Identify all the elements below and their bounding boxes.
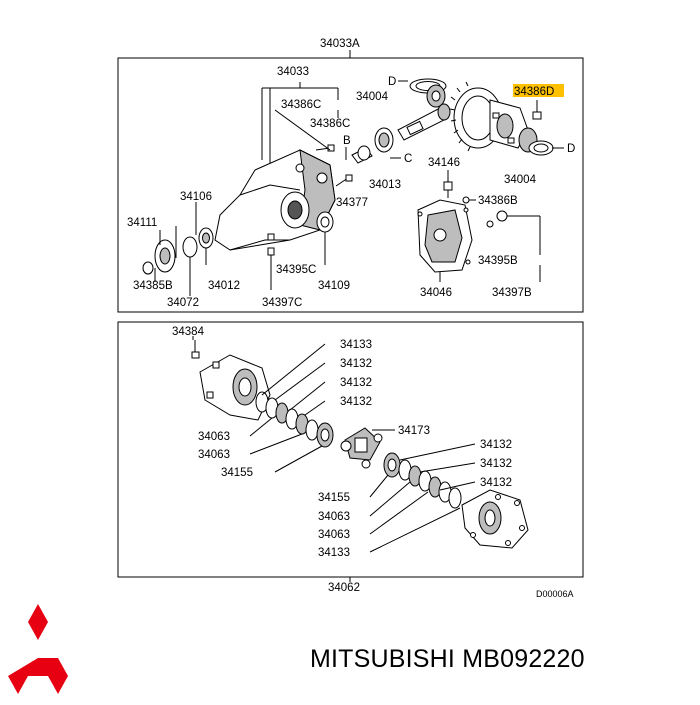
carrier-housing: [214, 149, 336, 251]
label-34386b: 34386B: [478, 195, 518, 207]
label-34132-b: 34132: [340, 377, 372, 389]
bearing-34004-right: [518, 127, 554, 156]
marker-c: C: [404, 153, 412, 165]
label-34012: 34012: [208, 280, 240, 292]
label-34132-c: 34132: [340, 396, 372, 408]
label-34013: 34013: [369, 179, 401, 191]
label-34395c: 34395C: [276, 264, 316, 276]
spacer: [351, 145, 373, 164]
washer-stack-left: [255, 391, 319, 441]
label-34386d: 34386D: [514, 86, 554, 98]
drive-pinion: [397, 103, 451, 141]
label-34384: 34384: [172, 326, 205, 338]
label-34132-a: 34132: [340, 358, 372, 370]
label-34072: 34072: [167, 297, 199, 309]
marker-d2: D: [567, 143, 575, 155]
label-34173: 34173: [398, 425, 430, 437]
diff-case-right: [461, 489, 529, 549]
nut-34397b: [486, 210, 508, 228]
diff-case: [489, 99, 529, 149]
label-34155-b: 34155: [318, 492, 350, 504]
bearing-34004-top: [426, 84, 446, 108]
label-34111: 34111: [127, 217, 157, 229]
bolt-34386d: [532, 100, 542, 120]
bolt-34384: [191, 340, 200, 359]
nut-34385b: [142, 261, 154, 275]
label-34063-c: 34063: [318, 511, 350, 523]
companion-flange-34111: [154, 239, 176, 273]
oil-seal-34109: [316, 211, 334, 233]
label-34133-b: 34133: [318, 547, 350, 559]
label-34063-b: 34063: [198, 449, 230, 461]
bearing-34013: [374, 127, 394, 153]
stud-34395c: [267, 233, 275, 256]
label-34004-b: 34004: [504, 174, 537, 186]
label-34397b: 34397B: [492, 287, 532, 299]
bolt-34386b: [462, 196, 476, 204]
highlight-34386d: [513, 84, 564, 97]
mitsubishi-logo: [8, 604, 68, 694]
side-gear-right: [383, 452, 401, 478]
drawing-code: D00006A: [536, 589, 574, 599]
plug-34146: [443, 170, 453, 191]
label-34033: 34033: [277, 66, 309, 78]
label-34063-a: 34063: [198, 431, 230, 443]
label-34063-d: 34063: [318, 529, 350, 541]
label-34397c: 34397C: [262, 297, 302, 309]
label-34386c-a: 34386C: [281, 99, 321, 111]
diff-case-left: [199, 354, 271, 421]
label-34133-a: 34133: [340, 339, 372, 351]
label-34109: 34109: [318, 280, 350, 292]
label-34395b: 34395B: [478, 255, 518, 267]
label-34386c-b: 34386C: [310, 118, 350, 130]
label-34004-a: 34004: [356, 91, 389, 103]
marker-d1: D: [388, 76, 396, 88]
label-34132-e: 34132: [480, 458, 512, 470]
label-34155-a: 34155: [221, 467, 253, 479]
bearing-34012: [198, 227, 214, 249]
bolt-34377: [335, 174, 353, 187]
label-34106: 34106: [180, 191, 212, 203]
side-gear-left: [316, 422, 334, 448]
marker-b: B: [343, 135, 351, 147]
brand-part-number: MITSUBISHI MB092220: [310, 645, 585, 673]
label-34132-f: 34132: [480, 477, 512, 489]
label-34377: 34377: [336, 197, 368, 209]
pinion-shaft-34173: [340, 427, 383, 469]
label-34146: 34146: [428, 157, 460, 169]
label-34132-d: 34132: [480, 439, 512, 451]
callout-34033a: 34033A: [320, 38, 360, 50]
oil-seal-34072: [182, 236, 198, 258]
label-34046: 34046: [420, 287, 452, 299]
callout-34062: 34062: [328, 582, 360, 594]
rear-cover-34046: [417, 199, 473, 273]
label-34385b: 34385B: [133, 280, 173, 292]
washer-stack-right: [398, 459, 462, 509]
